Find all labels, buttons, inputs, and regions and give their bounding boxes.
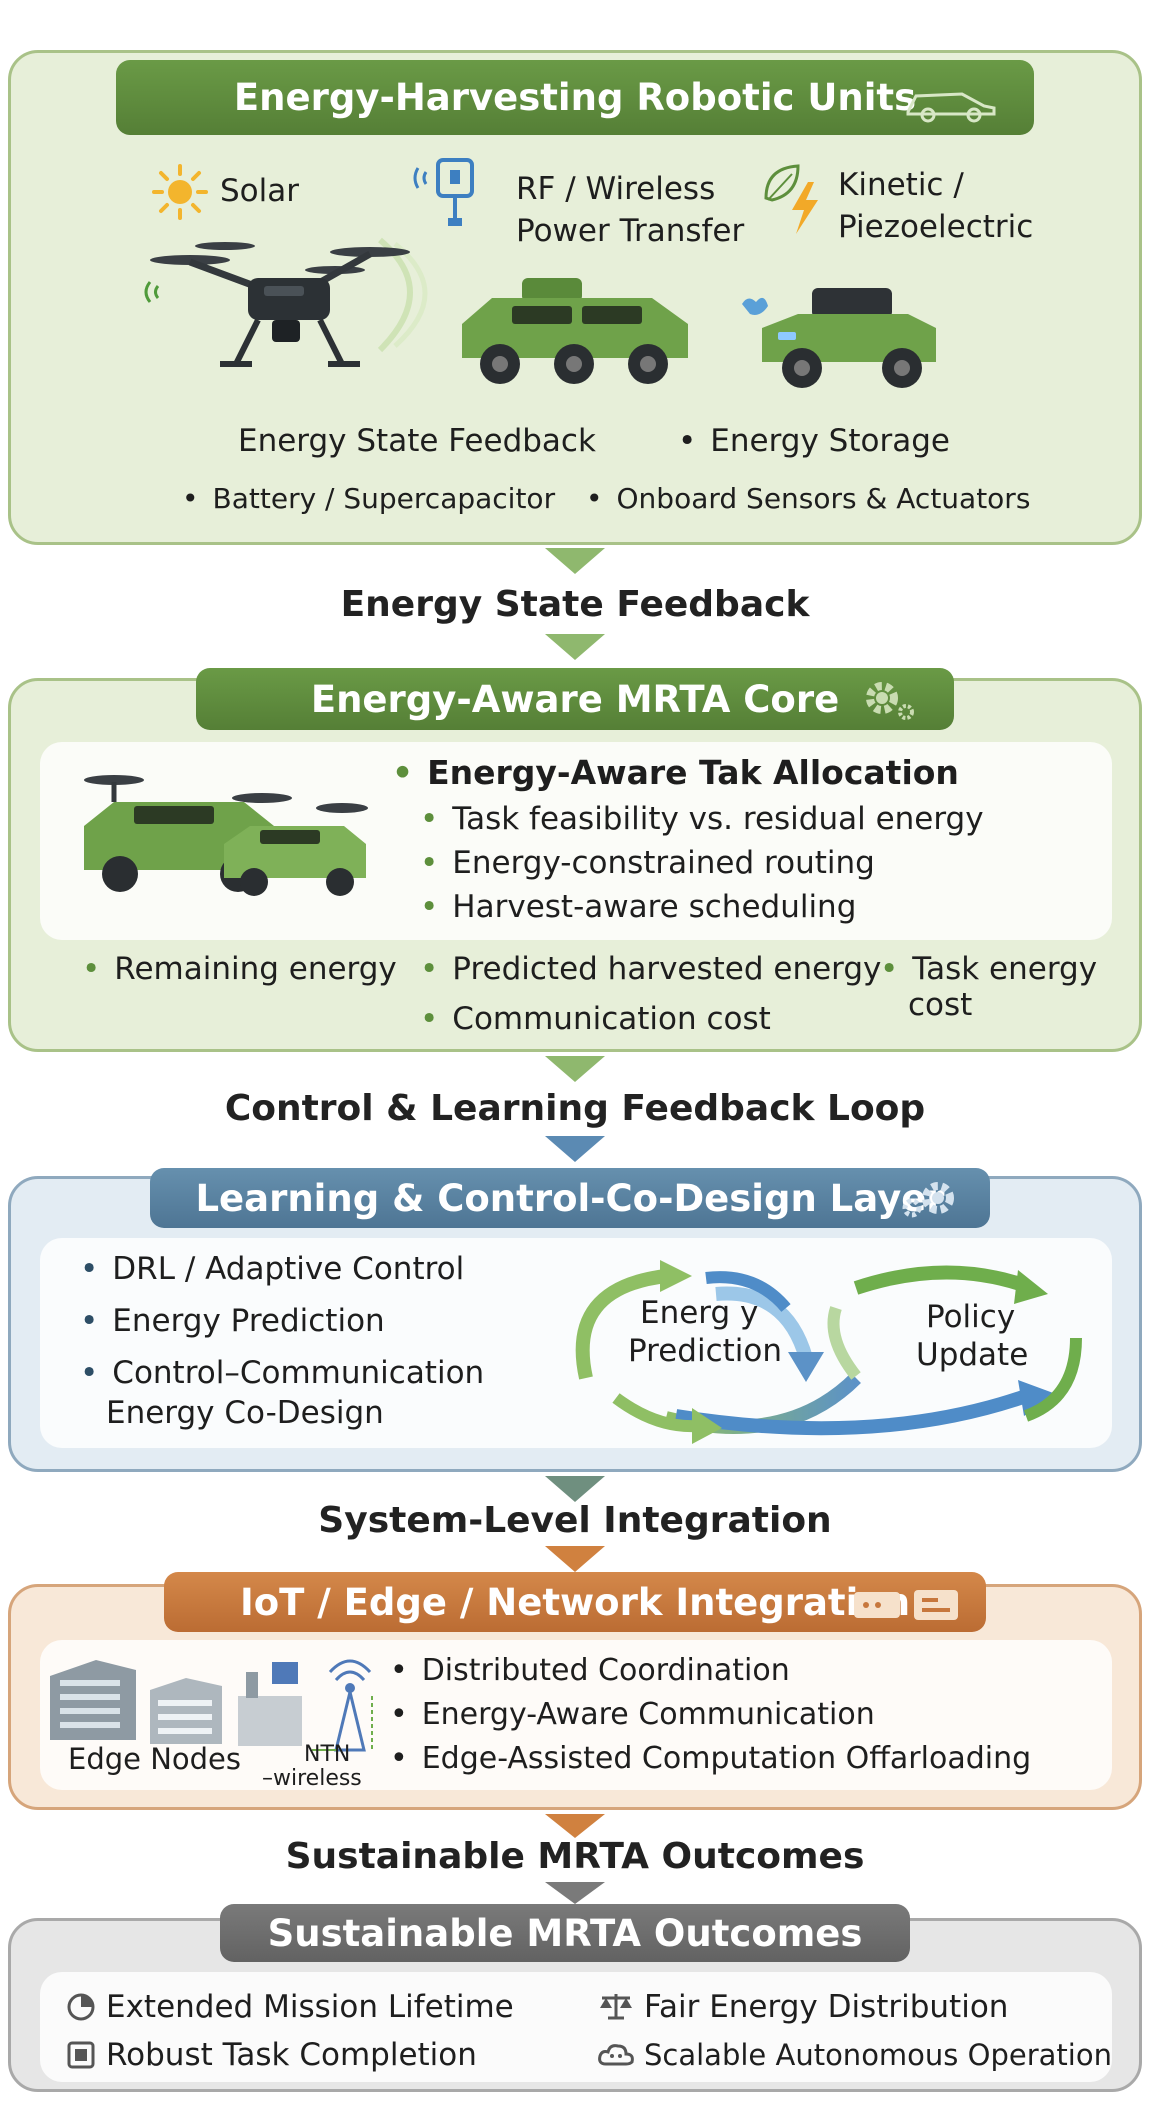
learning-item-energy-prediction: Energy Prediction xyxy=(80,1302,384,1340)
input-task-energy-line2: cost xyxy=(908,987,973,1023)
edge-nodes-label: Edge Nodes xyxy=(68,1742,241,1776)
drone-illustration xyxy=(144,237,428,367)
outcomes-banner: Sustainable MRTA Outcomes xyxy=(220,1904,910,1962)
learning-banner: Learning & Control-Co-Design Layer xyxy=(150,1168,990,1228)
rf-label-line1: RF / Wireless xyxy=(516,171,716,207)
arrow-down-2b xyxy=(545,1136,605,1162)
rf-label-line2: Power Transfer xyxy=(516,213,745,249)
arrow-down-1a xyxy=(545,548,605,574)
four-wheel-rover-illustration xyxy=(742,288,936,388)
ntn-label-line1: NTN xyxy=(304,1742,351,1767)
six-wheel-rover-illustration xyxy=(462,278,688,384)
iot-item-communication: Energy-Aware Communication xyxy=(390,1696,875,1734)
clock-icon xyxy=(67,1993,95,2021)
loop-label-policy-line2: Update xyxy=(916,1337,1029,1373)
mrta-banner: Energy-Aware MRTA Core xyxy=(196,668,954,730)
solar-label: Solar xyxy=(220,173,299,209)
harvest-feedback-label: Energy State Feedback xyxy=(238,423,596,459)
arrow-down-3a xyxy=(545,1476,605,1502)
outcomes-inner-panel xyxy=(40,1972,1112,2082)
learning-item-codesign-line2: Energy Co-Design xyxy=(106,1395,384,1431)
rf-transmitter-icon xyxy=(413,158,474,226)
sun-icon xyxy=(152,164,208,220)
sensors-item: Onboard Sensors & Actuators xyxy=(586,480,1031,518)
arrow-down-3b xyxy=(545,1546,605,1572)
input-predicted-energy: Predicted harvested energy xyxy=(420,950,881,988)
loop-label-policy-line1: Policy xyxy=(926,1299,1016,1335)
leaf-lightning-icon xyxy=(764,164,818,234)
iot-banner: IoT / Edge / Network Integration xyxy=(164,1572,986,1632)
harvest-title: Energy-Harvesting Robotic Units xyxy=(233,76,917,119)
iot-item-coordination: Distributed Coordination xyxy=(390,1652,790,1690)
gears-icon xyxy=(902,1182,954,1218)
kinetic-label-line1: Kinetic / xyxy=(838,167,964,203)
edge-nodes-illustration xyxy=(50,1659,373,1752)
feedback-loop-diagram xyxy=(575,1260,1082,1444)
mrta-item-feasibility: Task feasibility vs. residual energy xyxy=(420,800,983,838)
arrow-down-4a xyxy=(545,1814,605,1838)
connector-control-learning-loop: Control & Learning Feedback Loop xyxy=(224,1088,926,1129)
arrow-down-2a xyxy=(545,1056,605,1082)
learning-title: Learning & Control-Co-Design Layer xyxy=(195,1176,945,1220)
mrta-item-scheduling: Harvest-aware scheduling xyxy=(420,888,856,926)
input-remaining-energy: Remaining energy xyxy=(82,950,396,988)
learning-item-codesign: Control–Communication xyxy=(80,1354,484,1392)
connector-system-integration: System-Level Integration xyxy=(318,1500,832,1541)
loop-label-energy-line1: Energ y xyxy=(640,1295,759,1331)
ntn-label-line2: –wireless xyxy=(262,1766,362,1791)
car-icon xyxy=(906,92,996,123)
robot-fleet-illustration xyxy=(84,775,368,896)
outcomes-title: Sustainable MRTA Outcomes xyxy=(267,1911,863,1955)
input-task-energy-line1: Task energy xyxy=(880,950,1097,988)
arrow-down-4b xyxy=(545,1882,605,1904)
outcome-robust-completion: Robust Task Completion xyxy=(106,2037,477,2073)
gear-icon xyxy=(866,682,914,720)
mrta-title: Energy-Aware MRTA Core xyxy=(310,677,840,721)
network-cloud-icon xyxy=(598,2044,634,2066)
arrow-down-1b xyxy=(545,634,605,660)
checklist-icon xyxy=(67,2041,95,2069)
outcome-fair-distribution: Fair Energy Distribution xyxy=(644,1989,1009,2025)
mrta-allocation-heading: Energy-Aware Tak Allocation xyxy=(392,754,959,792)
outcome-scalable-operation: Scalable Autonomous Operation xyxy=(644,2038,1112,2072)
device-icons xyxy=(854,1590,958,1620)
connector-energy-state-feedback: Energy State Feedback xyxy=(340,584,810,625)
input-communication-cost: Communication cost xyxy=(420,1000,771,1038)
loop-label-energy-line2: Prediction xyxy=(628,1333,783,1369)
connector-sustainable-outcomes: Sustainable MRTA Outcomes xyxy=(285,1836,865,1877)
outcome-extended-lifetime: Extended Mission Lifetime xyxy=(106,1989,514,2025)
mrta-item-routing: Energy-constrained routing xyxy=(420,844,875,882)
learning-item-drl: DRL / Adaptive Control xyxy=(80,1250,464,1288)
energy-storage-item: Energy Storage xyxy=(678,422,950,460)
iot-title: IoT / Edge / Network Integration xyxy=(239,1580,911,1624)
kinetic-label-line2: Piezoelectric xyxy=(838,209,1034,245)
iot-item-offloading: Edge-Assisted Computation Offarloading xyxy=(390,1740,1031,1778)
battery-item: Battery / Supercapacitor xyxy=(182,480,556,518)
harvest-banner: Energy-Harvesting Robotic Units xyxy=(116,60,1034,135)
balance-scale-icon xyxy=(600,1994,632,2020)
